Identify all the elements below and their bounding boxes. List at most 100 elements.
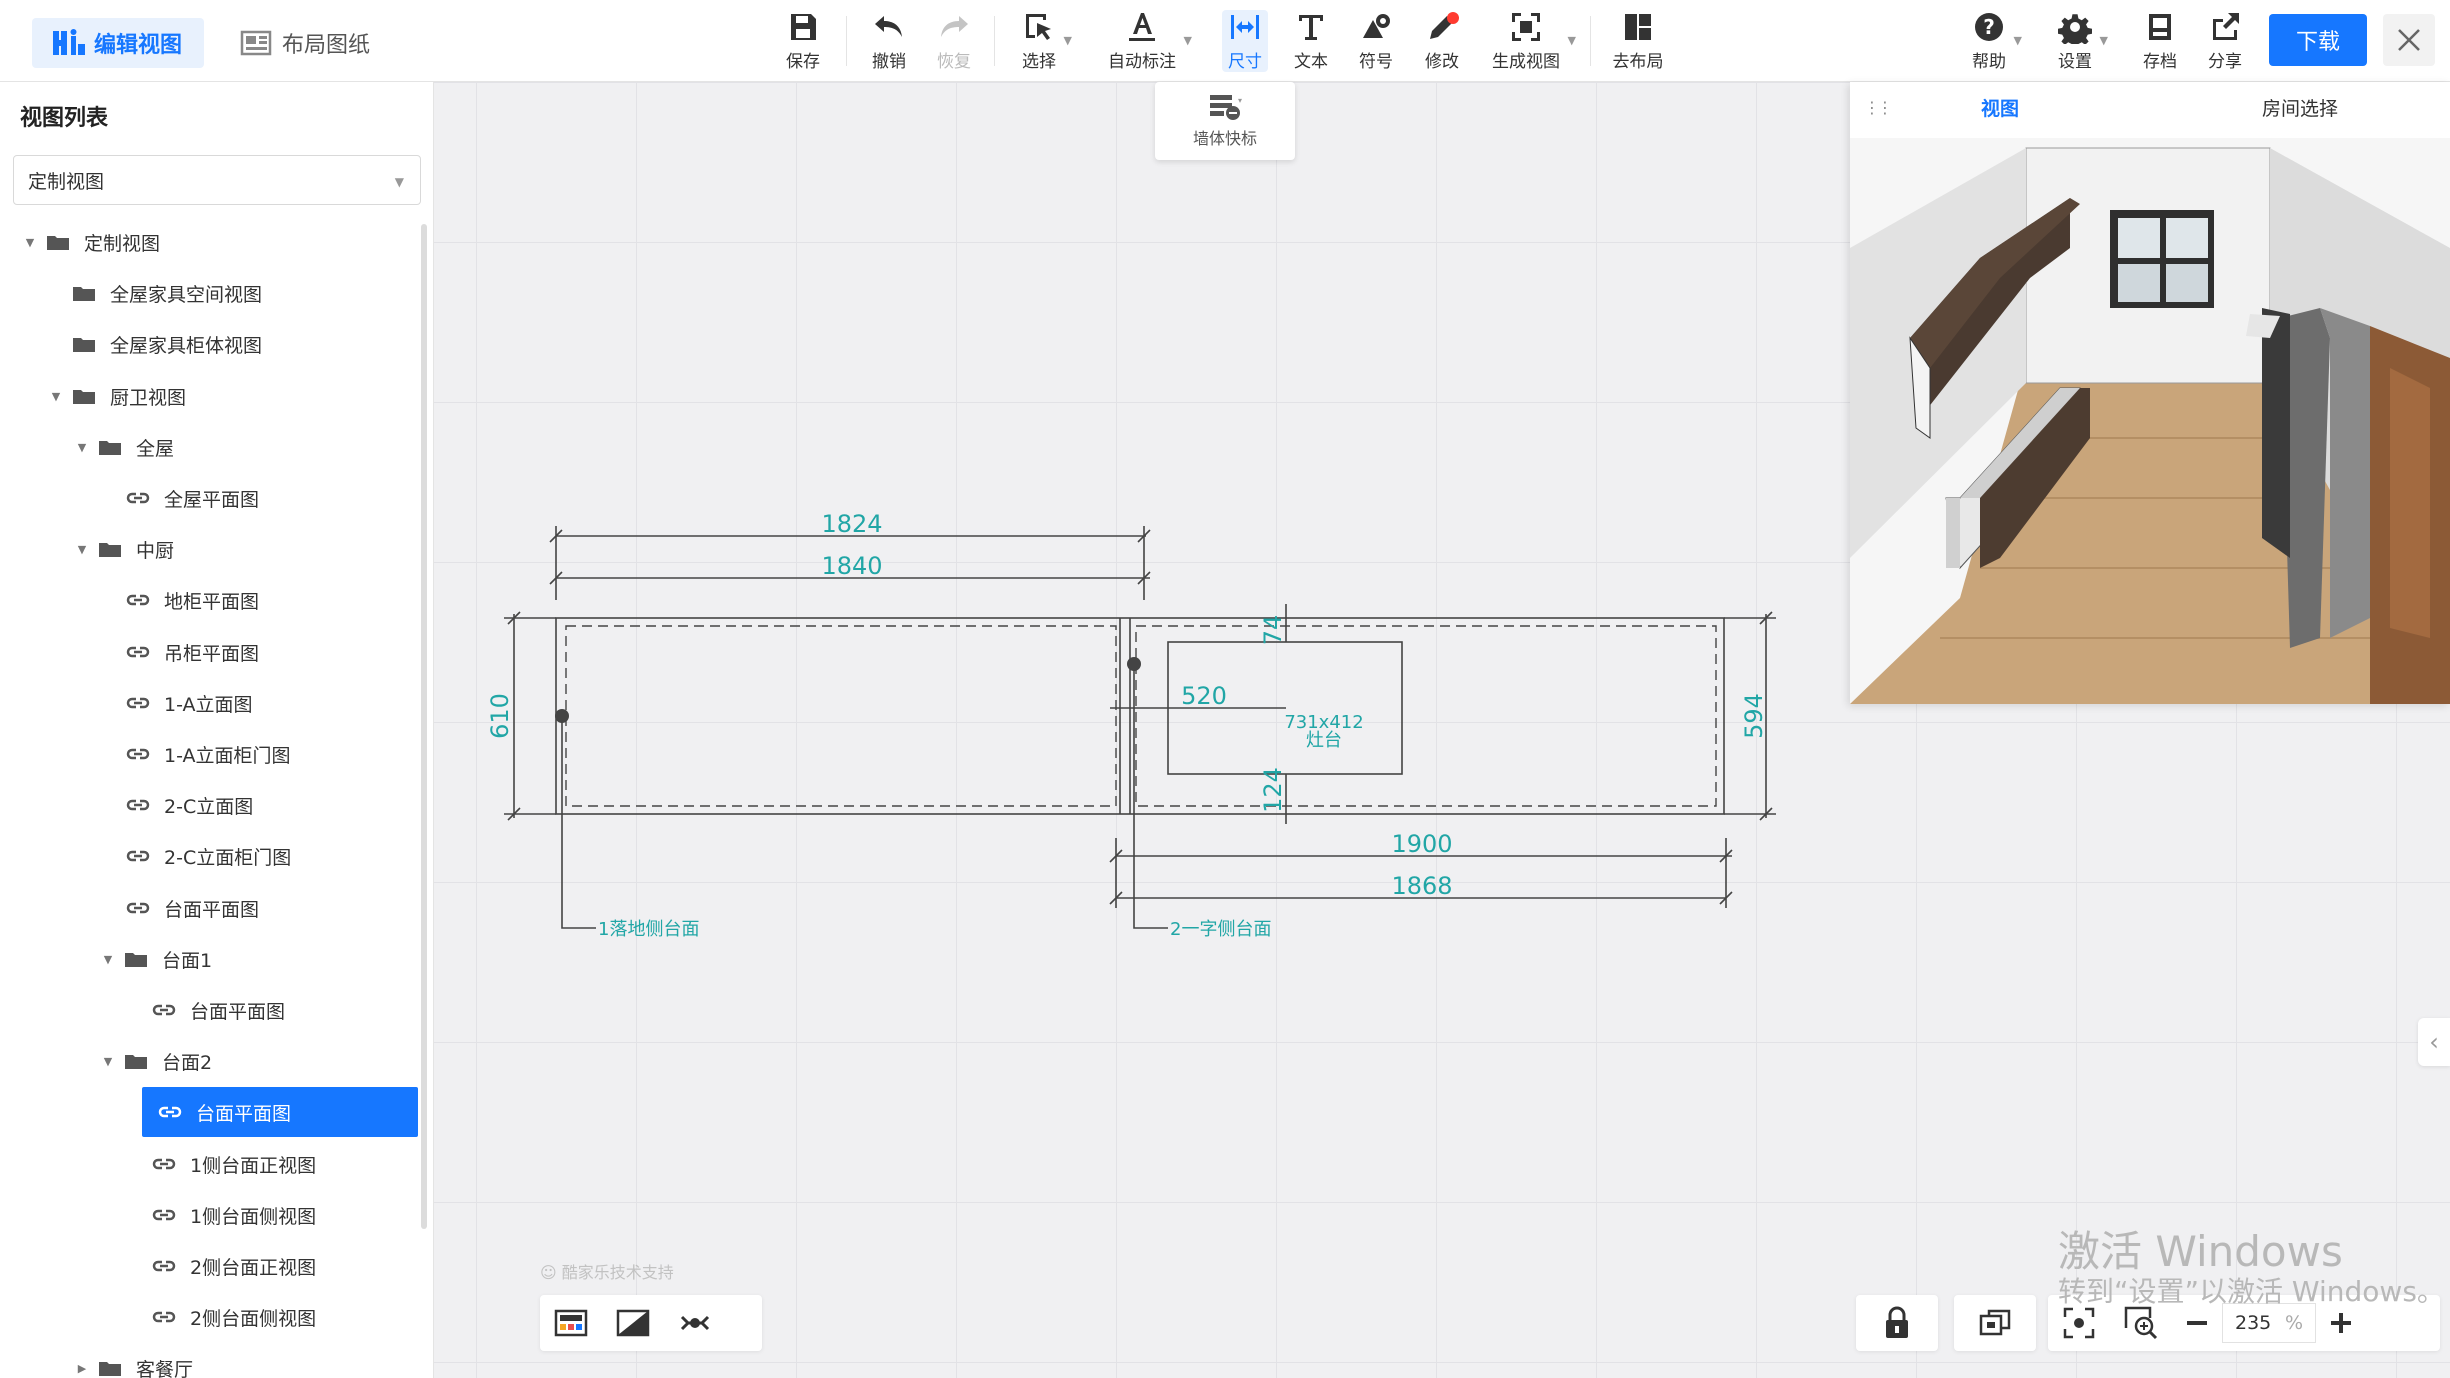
tree-item[interactable]: 全屋平面图 bbox=[100, 478, 259, 518]
tree-folder[interactable]: ▶客餐厅 bbox=[72, 1348, 193, 1378]
chevron-left-icon: ‹ bbox=[2429, 1028, 2439, 1056]
fit-view-button[interactable] bbox=[2048, 1295, 2110, 1351]
tree-item[interactable]: 台面平面图 bbox=[126, 990, 285, 1030]
link-icon bbox=[126, 745, 150, 763]
link-icon bbox=[126, 643, 150, 661]
link-icon bbox=[126, 591, 150, 609]
auto-dimension-button[interactable]: 自动标注 ▼ bbox=[1106, 10, 1192, 72]
select-button[interactable]: 选择 ▼ bbox=[1020, 10, 1072, 72]
tree-folder[interactable]: 全屋家具柜体视图 bbox=[46, 324, 262, 364]
undo-button[interactable]: 撤销 bbox=[870, 10, 908, 72]
drag-handle-icon[interactable]: ⋮⋮ bbox=[1864, 98, 1893, 117]
tab-layout-drawing[interactable]: 布局图纸 bbox=[220, 18, 390, 68]
settings-button[interactable]: 设置 ▼ bbox=[2056, 10, 2108, 72]
lock-toolbar bbox=[1856, 1295, 1938, 1351]
download-button[interactable]: 下载 bbox=[2269, 14, 2367, 66]
tree-item[interactable]: 地柜平面图 bbox=[100, 580, 259, 620]
redo-button[interactable]: 恢复 bbox=[935, 10, 973, 72]
zoom-unit: % bbox=[2284, 1312, 2303, 1334]
tree-item[interactable]: 2侧台面侧视图 bbox=[126, 1297, 316, 1337]
tree-item[interactable]: 台面平面图 bbox=[100, 888, 259, 928]
zoom-out-button[interactable] bbox=[2172, 1295, 2222, 1351]
tree-item[interactable]: 2-C立面柜门图 bbox=[100, 836, 291, 876]
symbol-icon bbox=[1363, 14, 1390, 38]
tree-label: 厨卫视图 bbox=[110, 386, 187, 409]
toggle-preview-button[interactable] bbox=[1964, 1295, 2026, 1351]
support-icon: ☺ bbox=[540, 1263, 557, 1282]
help-button[interactable]: ? 帮助 ▼ bbox=[1970, 10, 2022, 72]
color-style-button[interactable] bbox=[540, 1295, 602, 1351]
text-label: 文本 bbox=[1294, 52, 1328, 72]
tree-folder[interactable]: ▼中厨 bbox=[72, 529, 174, 569]
save-button[interactable]: 保存 bbox=[784, 10, 822, 72]
tree-label: 台面平面图 bbox=[164, 898, 260, 921]
wall-dimension-icon: ▾ bbox=[1210, 95, 1242, 120]
folder-icon bbox=[72, 284, 96, 302]
generate-view-button[interactable]: 生成视图 ▼ bbox=[1490, 10, 1576, 72]
folder-icon bbox=[46, 233, 70, 251]
save-label: 保存 bbox=[786, 52, 820, 72]
text-button[interactable]: 文本 bbox=[1292, 10, 1330, 72]
tree-item[interactable]: 1侧台面正视图 bbox=[126, 1144, 316, 1184]
zoom-input[interactable]: 235 % bbox=[2222, 1303, 2316, 1343]
tree-item[interactable]: 1-A立面图 bbox=[100, 683, 253, 723]
lock-button[interactable] bbox=[1866, 1295, 1928, 1351]
tree-label: 1-A立面图 bbox=[164, 693, 253, 716]
line-style-button[interactable] bbox=[664, 1295, 726, 1351]
close-button[interactable] bbox=[2383, 14, 2435, 66]
tree-item[interactable]: 吊柜平面图 bbox=[100, 632, 259, 672]
countertop-2-label: 2一字侧台面 bbox=[1170, 919, 1271, 940]
archive-label: 存档 bbox=[2143, 52, 2177, 72]
share-button[interactable]: 分享 bbox=[2206, 10, 2244, 72]
kitchen-3d-render[interactable] bbox=[1850, 138, 2450, 704]
tab-edit-view[interactable]: 编辑视图 bbox=[32, 18, 204, 68]
folder-icon bbox=[124, 950, 148, 968]
tree-label: 2-C立面柜门图 bbox=[164, 846, 292, 869]
layout-icon bbox=[1625, 14, 1651, 40]
dim-74: 74 bbox=[1259, 615, 1287, 646]
tree-item[interactable]: 2-C立面图 bbox=[100, 785, 253, 825]
archive-button[interactable]: 存档 bbox=[2141, 10, 2179, 72]
tree-folder[interactable]: ▼台面1 bbox=[98, 939, 212, 979]
zoom-region-button[interactable] bbox=[2110, 1295, 2172, 1351]
symbol-button[interactable]: 符号 bbox=[1357, 10, 1395, 72]
tree-folder[interactable]: ▼定制视图 bbox=[20, 222, 160, 262]
fill-style-button[interactable] bbox=[602, 1295, 664, 1351]
modify-button[interactable]: 修改 bbox=[1423, 10, 1461, 72]
tree-folder[interactable]: ▼台面2 bbox=[98, 1041, 212, 1081]
link-icon bbox=[158, 1103, 182, 1121]
caret-down-icon[interactable]: ▼ bbox=[77, 440, 87, 454]
caret-down-icon[interactable]: ▼ bbox=[103, 1054, 113, 1068]
go-to-layout-button[interactable]: 去布局 bbox=[1612, 10, 1664, 72]
link-icon bbox=[152, 1206, 176, 1224]
tree-folder[interactable]: 全屋家具空间视图 bbox=[46, 273, 262, 313]
tab-room-select[interactable]: 房间选择 bbox=[2261, 97, 2338, 120]
preview-tabs: 视图 房间选择 bbox=[1850, 82, 2450, 132]
collapse-panel-button[interactable]: ‹ bbox=[2418, 1018, 2450, 1066]
link-icon bbox=[152, 1308, 176, 1326]
tree-item[interactable]: 1侧台面侧视图 bbox=[126, 1195, 316, 1235]
caret-down-icon[interactable]: ▼ bbox=[103, 952, 113, 966]
scrollbar[interactable] bbox=[421, 224, 427, 1229]
tree-item[interactable]: 2侧台面正视图 bbox=[126, 1246, 316, 1286]
tree-label: 吊柜平面图 bbox=[164, 642, 260, 665]
zoom-in-button[interactable] bbox=[2316, 1295, 2366, 1351]
view-list-panel: 视图列表 定制视图 ▼ ▼定制视图全屋家具空间视图全屋家具柜体视图▼厨卫视图▼全… bbox=[0, 82, 434, 1378]
view-type-select[interactable]: 定制视图 ▼ bbox=[13, 155, 421, 205]
zoom-toolbar: 235 % bbox=[2048, 1295, 2440, 1351]
tree-folder[interactable]: ▼ 厨卫视图 bbox=[46, 376, 186, 416]
chevron-down-icon: ▼ bbox=[1063, 34, 1072, 47]
wall-quick-dimension-button[interactable]: ▾ 墙体快标 bbox=[1155, 82, 1295, 160]
caret-down-icon[interactable]: ▼ bbox=[51, 389, 61, 403]
tab-view[interactable]: 视图 bbox=[1980, 97, 2019, 120]
link-icon bbox=[126, 796, 150, 814]
dimension-button[interactable]: 尺寸 bbox=[1222, 10, 1268, 72]
tree-label: 台面平面图 bbox=[196, 1102, 292, 1125]
caret-down-icon[interactable]: ▼ bbox=[25, 235, 35, 249]
tree-folder[interactable]: ▼全屋 bbox=[72, 427, 174, 467]
tree-item[interactable]: 台面平面图 bbox=[142, 1087, 418, 1137]
caret-down-icon[interactable]: ▼ bbox=[77, 542, 87, 556]
caret-right-icon[interactable]: ▶ bbox=[77, 1361, 87, 1375]
auto-dimension-label: 自动标注 bbox=[1108, 52, 1176, 72]
tree-item[interactable]: 1-A立面柜门图 bbox=[100, 734, 291, 774]
